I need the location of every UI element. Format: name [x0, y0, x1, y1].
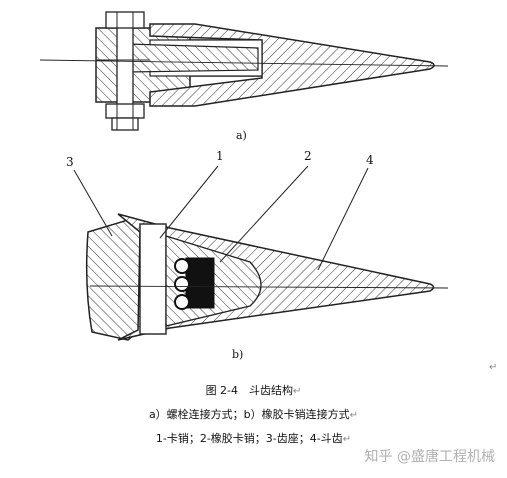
- ball-middle: [174, 276, 190, 292]
- callout-2: 2: [304, 149, 312, 163]
- return-mark: ↵: [342, 434, 352, 445]
- figure-b-rubber-pin-connection: 3 1 2 4 b): [66, 149, 449, 361]
- pin-1: [139, 223, 167, 335]
- leader-4: [317, 167, 369, 271]
- return-mark: ↵: [349, 410, 359, 421]
- return-mark: ↵: [293, 386, 302, 397]
- callout-3: 3: [66, 155, 74, 169]
- caption-line-3: 1-卡销；2-橡胶卡销；3-齿座；4-斗齿↵: [0, 430, 507, 446]
- caption-legend: 1-卡销；2-橡胶卡销；3-齿座；4-斗齿: [155, 432, 343, 445]
- centerline-b: [89, 285, 449, 289]
- caption-title-line: 图 2-4 斗齿结构↵: [0, 382, 507, 398]
- label-b: b): [232, 348, 243, 361]
- bolt-nut: [105, 103, 145, 119]
- ball-bottom: [174, 294, 190, 310]
- centerline-a: [39, 59, 449, 67]
- ball-top: [174, 258, 190, 274]
- rubber-pin-2: [185, 257, 215, 309]
- caption-line-2: a）螺栓连接方式；b）橡胶卡销连接方式↵: [0, 406, 507, 422]
- callout-4: 4: [366, 153, 374, 167]
- figure-a-bolt-connection: a): [39, 11, 449, 142]
- caption-subtitles: a）螺栓连接方式；b）橡胶卡销连接方式: [148, 408, 350, 421]
- tooth-tip-a: [149, 23, 435, 107]
- bolt-head: [105, 11, 145, 29]
- leader-2: [219, 165, 309, 263]
- adapter-nose-a: [127, 43, 259, 73]
- return-mark: ↵: [489, 362, 498, 373]
- watermark: 知乎 @盛唐工程机械: [364, 449, 495, 465]
- leader-3: [73, 169, 113, 237]
- callout-1: 1: [216, 149, 224, 163]
- caption-title: 图 2-4 斗齿结构: [205, 384, 294, 397]
- adapter-body-b: [85, 219, 141, 341]
- leader-1: [159, 165, 219, 239]
- bolt-end: [111, 117, 139, 131]
- label-a: a): [236, 129, 247, 142]
